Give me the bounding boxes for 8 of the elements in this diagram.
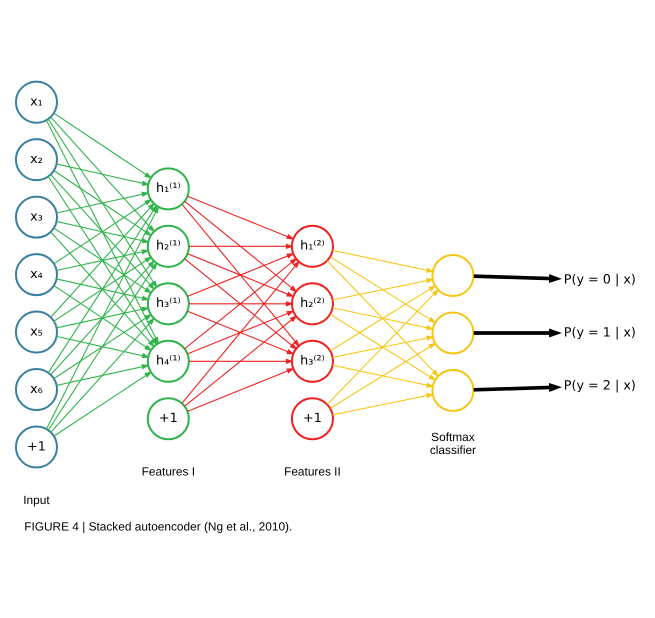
caption: FIGURE 4 | Stacked autoencoder (Ng et al., 2010).	[24, 518, 292, 533]
node-text: P(y = 0 | x)	[564, 272, 636, 287]
label: Features I	[142, 464, 195, 478]
label: Softmax classifier	[430, 430, 476, 456]
node-text: P(y = 2 | x)	[564, 378, 636, 393]
label: Input	[23, 492, 50, 506]
label: Features II	[284, 464, 341, 478]
node-text: P(y = 1 | x)	[564, 324, 636, 340]
